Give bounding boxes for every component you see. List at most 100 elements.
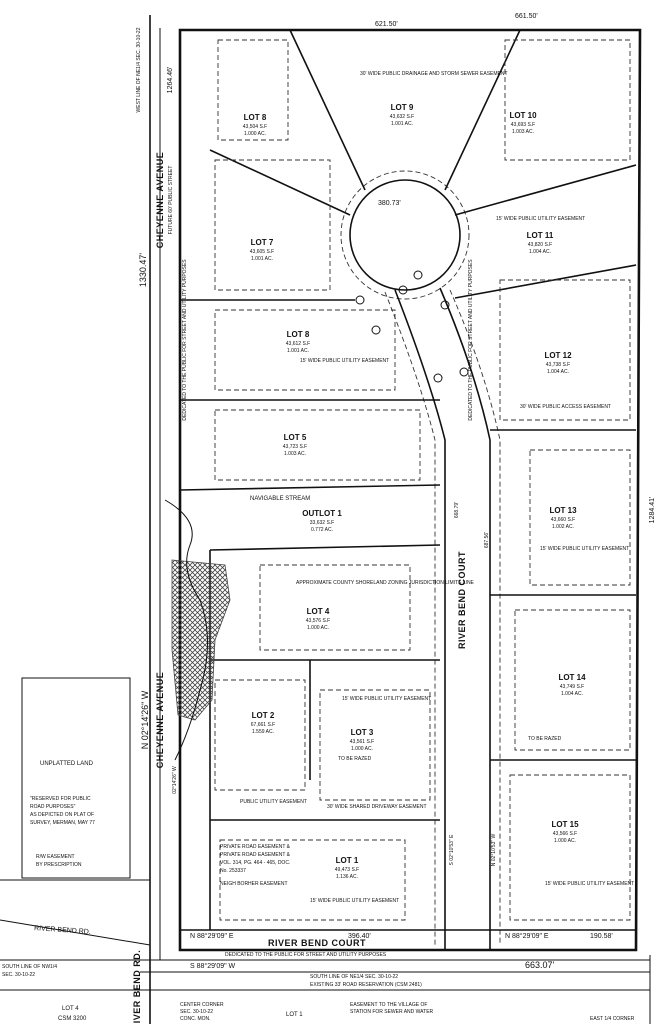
svg-text:CENTER CORNER: CENTER CORNER <box>180 1002 224 1008</box>
svg-text:N 88°29'09" E: N 88°29'09" E <box>505 932 549 940</box>
svg-text:WEST LINE OF NE1/4 SEC. 30-10-: WEST LINE OF NE1/4 SEC. 30-10-22 <box>136 27 142 112</box>
svg-text:CSM 3200: CSM 3200 <box>58 1016 87 1022</box>
svg-text:43,820 S.F: 43,820 S.F <box>528 242 552 248</box>
svg-text:43,605 S.F: 43,605 S.F <box>250 249 274 255</box>
cheyenne-avenue-bottom-label: CHEYENNE AVENUE <box>155 672 165 769</box>
svg-text:EXISTING 33' ROAD RESERVATION: EXISTING 33' ROAD RESERVATION (CSM 2481) <box>310 982 422 988</box>
svg-text:43,504 S.F: 43,504 S.F <box>243 124 267 130</box>
svg-text:PRIVATE ROAD EASEMENT &: PRIVATE ROAD EASEMENT & <box>220 852 291 858</box>
svg-text:43,561 S.F: 43,561 S.F <box>350 739 374 745</box>
street-labels: CHEYENNE AVENUE FUTURE 60' PUBLIC STREET… <box>34 152 467 1024</box>
svg-text:LOT 1: LOT 1 <box>286 1012 303 1018</box>
svg-text:1.003 AC.: 1.003 AC. <box>512 129 534 135</box>
unplatted-area <box>0 677 151 991</box>
svg-text:661.50': 661.50' <box>515 13 538 20</box>
svg-text:1330.47': 1330.47' <box>138 253 148 288</box>
navigable-stream-line <box>164 499 208 761</box>
svg-text:PUBLIC UTILITY EASEMENT: PUBLIC UTILITY EASEMENT <box>240 799 307 805</box>
svg-text:1284.41': 1284.41' <box>649 497 656 524</box>
lot14-name: LOT 14 <box>558 673 586 682</box>
svg-text:"RESERVED FOR PUBLIC: "RESERVED FOR PUBLIC <box>30 796 91 802</box>
svg-text:No. 253337: No. 253337 <box>220 868 246 874</box>
lot3-name: LOT 3 <box>351 728 374 737</box>
svg-text:DEDICATED TO THE PUBLIC FOR ST: DEDICATED TO THE PUBLIC FOR STREET AND U… <box>468 259 474 421</box>
svg-text:380.73': 380.73' <box>378 200 401 207</box>
outlot1-name: OUTLOT 1 <box>302 509 342 518</box>
svg-text:ROAD PURPOSES": ROAD PURPOSES" <box>30 804 76 810</box>
svg-text:LOT 4: LOT 4 <box>62 1006 79 1012</box>
svg-text:0.772 AC.: 0.772 AC. <box>311 527 333 533</box>
lot8a-name: LOT 8 <box>244 113 267 122</box>
lot7-name: LOT 7 <box>251 238 274 247</box>
svg-text:STATION FOR SEWER AND WATER: STATION FOR SEWER AND WATER <box>350 1009 434 1015</box>
svg-text:30' WIDE PUBLIC ACCESS EASEMEN: 30' WIDE PUBLIC ACCESS EASEMENT <box>520 404 611 410</box>
svg-text:67,661 S.F: 67,661 S.F <box>251 722 275 728</box>
svg-text:1.559 AC.: 1.559 AC. <box>252 729 274 735</box>
svg-text:CONC. MON.: CONC. MON. <box>180 1016 211 1022</box>
river-bend-court-road <box>180 170 636 950</box>
svg-text:SEC. 30-10-22: SEC. 30-10-22 <box>180 1009 213 1015</box>
svg-text:43,612 S.F: 43,612 S.F <box>286 341 310 347</box>
lot12-name: LOT 12 <box>544 351 572 360</box>
svg-text:1.001 AC.: 1.001 AC. <box>391 121 413 127</box>
svg-text:NEIGH BORHER EASEMENT: NEIGH BORHER EASEMENT <box>220 881 288 887</box>
svg-text:43,660 S.F: 43,660 S.F <box>551 517 575 523</box>
svg-text:SOUTH LINE OF NE1/4 SEC. 30-10: SOUTH LINE OF NE1/4 SEC. 30-10-22 <box>310 974 398 980</box>
svg-text:AS DEPICTED ON PLAT OF: AS DEPICTED ON PLAT OF <box>30 812 94 818</box>
lot11-name: LOT 11 <box>527 231 554 240</box>
svg-text:S 88°29'09" W: S 88°29'09" W <box>190 962 236 970</box>
svg-text:1.136 AC.: 1.136 AC. <box>336 874 358 880</box>
svg-text:TO BE RAZED: TO BE RAZED <box>338 756 372 762</box>
river-bend-rd-vertical-label: RIVER BEND RD. <box>132 950 142 1024</box>
svg-text:EAST 1/4 CORNER: EAST 1/4 CORNER <box>590 1016 635 1022</box>
svg-text:TO BE RAZED: TO BE RAZED <box>528 736 562 742</box>
svg-text:49,473 S.F: 49,473 S.F <box>335 867 359 873</box>
svg-text:VOL. 314, PG. 464 - 465, DOC.: VOL. 314, PG. 464 - 465, DOC. <box>220 860 290 866</box>
curve-markers <box>355 270 469 383</box>
wetland-hatch <box>171 559 231 721</box>
svg-text:FUTURE 60' PUBLIC STREET: FUTURE 60' PUBLIC STREET <box>168 166 174 235</box>
svg-text:1.002 AC.: 1.002 AC. <box>552 524 574 530</box>
svg-text:663.07': 663.07' <box>525 960 555 970</box>
svg-text:43,749 S.F: 43,749 S.F <box>560 684 584 690</box>
svg-text:SURVEY, MERMAN, MAY 77: SURVEY, MERMAN, MAY 77 <box>30 820 95 826</box>
dimension-labels: 621.50' 661.50' 1330.47' 1264.46' 1284.4… <box>138 13 656 970</box>
lot2-name: LOT 2 <box>252 711 275 720</box>
svg-text:BY PRESCRIPTION: BY PRESCRIPTION <box>36 862 82 868</box>
setback-lines <box>214 39 631 921</box>
svg-text:687.56': 687.56' <box>484 532 490 548</box>
svg-text:43,693 S.F: 43,693 S.F <box>511 122 535 128</box>
svg-text:N 02°10'53" W: N 02°10'53" W <box>491 833 497 866</box>
lot5-name: LOT 5 <box>284 433 307 442</box>
svg-text:1.001 AC.: 1.001 AC. <box>287 348 309 354</box>
svg-text:1.004 AC.: 1.004 AC. <box>547 369 569 375</box>
svg-text:1.001 AC.: 1.001 AC. <box>251 256 273 262</box>
svg-text:N 02°14'26" W: N 02°14'26" W <box>140 690 150 749</box>
svg-text:43,738 S.F: 43,738 S.F <box>546 362 570 368</box>
cheyenne-avenue-top-label: CHEYENNE AVENUE <box>155 152 165 249</box>
svg-text:SOUTH LINE OF NW1/4: SOUTH LINE OF NW1/4 <box>2 964 57 970</box>
river-bend-court-vertical-label: RIVER BEND COURT <box>457 551 467 649</box>
svg-text:15' WIDE PUBLIC UTILITY EASEME: 15' WIDE PUBLIC UTILITY EASEMENT <box>342 696 431 702</box>
svg-text:1264.46': 1264.46' <box>167 67 174 94</box>
svg-text:30' WIDE PUBLIC DRAINAGE AND S: 30' WIDE PUBLIC DRAINAGE AND STORM SEWER… <box>360 71 508 77</box>
svg-text:33,632 S.F: 33,632 S.F <box>310 520 334 526</box>
svg-text:1.004 AC.: 1.004 AC. <box>529 249 551 255</box>
svg-text:1.000 AC.: 1.000 AC. <box>554 838 576 844</box>
svg-text:1.000 AC.: 1.000 AC. <box>307 625 329 631</box>
river-bend-court-bottom-label: RIVER BEND COURT <box>268 938 366 948</box>
svg-text:DEDICATED TO THE PUBLIC FOR ST: DEDICATED TO THE PUBLIC FOR STREET AND U… <box>225 952 387 958</box>
river-bend-rd-label: RIVER BEND RD. <box>34 925 91 936</box>
svg-text:43,566 S.F: 43,566 S.F <box>553 831 577 837</box>
annotations: NAVIGABLE STREAM 30' WIDE PUBLIC DRAINAG… <box>2 27 635 1022</box>
svg-text:190.58': 190.58' <box>590 933 613 940</box>
svg-text:N 88°29'09" E: N 88°29'09" E <box>190 932 234 940</box>
svg-text:15' WIDE PUBLIC UTILITY EASEME: 15' WIDE PUBLIC UTILITY EASEMENT <box>540 546 629 552</box>
svg-text:15' WIDE PUBLIC UTILITY EASEME: 15' WIDE PUBLIC UTILITY EASEMENT <box>545 881 634 887</box>
lot10-name: LOT 10 <box>509 111 537 120</box>
svg-text:DEDICATED TO THE PUBLIC FOR ST: DEDICATED TO THE PUBLIC FOR STREET AND U… <box>182 259 188 421</box>
svg-text:EASEMENT TO THE VILLAGE OF: EASEMENT TO THE VILLAGE OF <box>350 1002 427 1008</box>
lot1-name: LOT 1 <box>336 856 359 865</box>
svg-text:1.000 AC.: 1.000 AC. <box>244 131 266 137</box>
